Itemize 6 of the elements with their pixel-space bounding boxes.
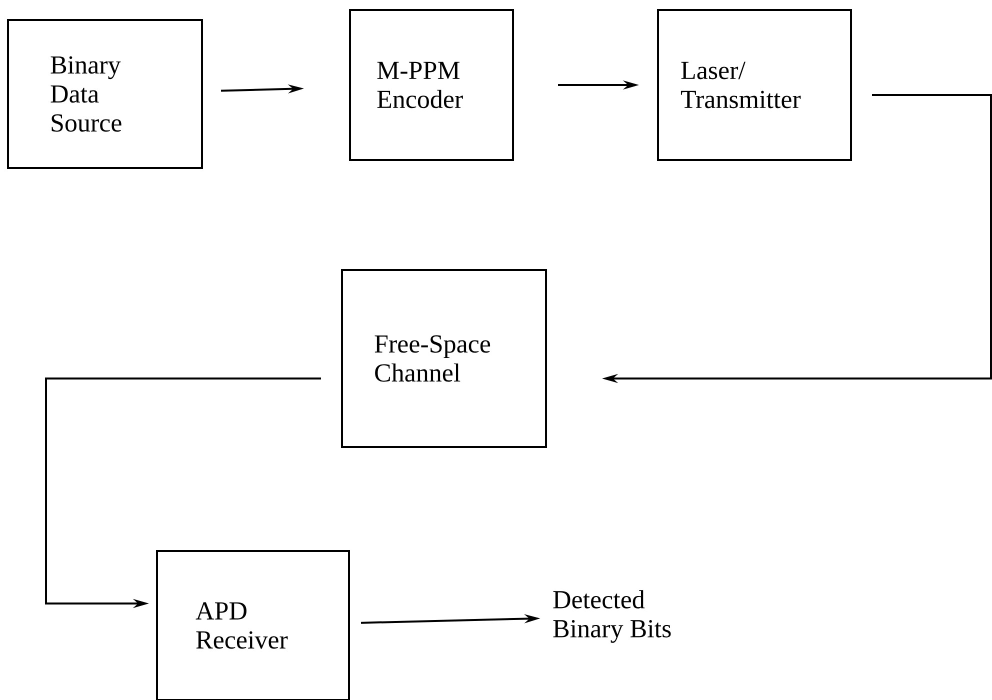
process-box: APD Receiver xyxy=(156,550,350,700)
output-text: Detected Binary Bits xyxy=(553,590,671,643)
process-box: M-PPM Encoder xyxy=(349,9,514,161)
process-box: Free-Space Channel xyxy=(341,269,547,448)
process-box: Binary Data Source xyxy=(7,19,203,169)
process-box: Laser/ Transmitter xyxy=(657,9,852,161)
